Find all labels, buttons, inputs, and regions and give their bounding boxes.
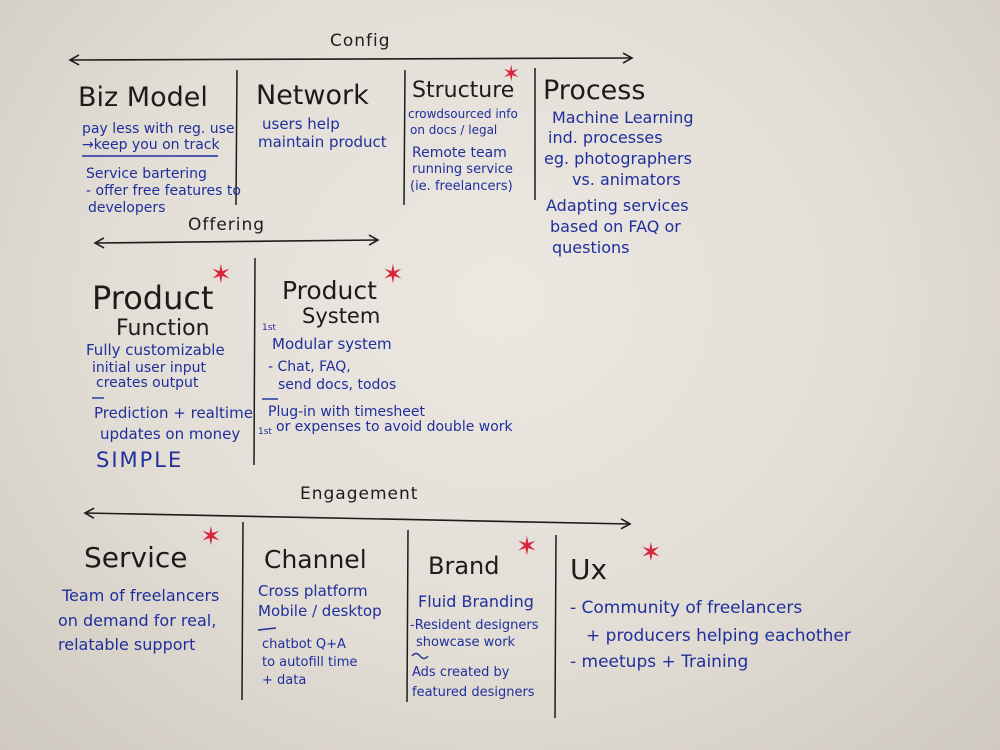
network-line: users help xyxy=(262,115,340,133)
process-line: ind. processes xyxy=(548,128,663,147)
product-function-subtitle: Function xyxy=(116,316,210,341)
structure-line: on docs / legal xyxy=(410,123,498,137)
channel-line: + data xyxy=(262,673,307,688)
ux-line: - meetups + Training xyxy=(570,652,749,672)
biz-model-line: Service bartering xyxy=(86,166,207,182)
process-line: vs. animators xyxy=(572,170,681,189)
process-line: Adapting services xyxy=(546,196,689,215)
product-function-line: Prediction + realtime xyxy=(94,404,253,422)
priority-marker: 1st xyxy=(262,323,276,333)
biz-model-line: developers xyxy=(88,200,166,216)
product-system-line: Plug-in with timesheet xyxy=(268,404,426,420)
biz-model-title: Biz Model xyxy=(78,82,208,113)
product-system-line: send docs, todos xyxy=(278,377,397,393)
product-system-line: or expenses to avoid double work xyxy=(276,419,513,435)
divider xyxy=(554,534,557,719)
product-function-line: creates output xyxy=(96,375,199,391)
product-function-line: initial user input xyxy=(92,360,206,376)
structure-line: crowdsourced info xyxy=(408,107,518,121)
divider xyxy=(253,257,256,466)
product-function-line: updates on money xyxy=(100,425,241,443)
star-mark: ✶ xyxy=(210,260,232,290)
structure-line: Remote team xyxy=(412,145,507,161)
structure-line: (ie. freelancers) xyxy=(410,179,513,194)
biz-model-line: - offer free features to xyxy=(86,183,241,199)
star-mark: ✶ xyxy=(382,260,404,290)
brand-title: Brand xyxy=(428,552,500,580)
star-mark: ✶ xyxy=(516,532,538,562)
product-system-line: Modular system xyxy=(272,335,392,353)
divider xyxy=(235,69,238,206)
product-system-line: - Chat, FAQ, xyxy=(268,359,351,375)
product-system-title: Product xyxy=(282,276,377,305)
tilde-mark xyxy=(411,652,429,660)
offering-arrow xyxy=(93,234,380,249)
service-line: relatable support xyxy=(58,635,196,654)
network-line: maintain product xyxy=(258,133,387,151)
divider xyxy=(403,69,406,206)
network-title: Network xyxy=(256,80,369,111)
ux-title: Ux xyxy=(570,553,608,586)
brand-line: Fluid Branding xyxy=(418,592,534,611)
structure-line: running service xyxy=(412,162,513,177)
service-line: on demand for real, xyxy=(58,611,217,630)
channel-line: chatbot Q+A xyxy=(262,637,346,652)
biz-model-line: pay less with reg. use xyxy=(82,121,235,137)
structure-title: Structure xyxy=(412,78,515,103)
brand-line: featured designers xyxy=(412,685,535,700)
channel-line: Cross platform xyxy=(258,582,368,600)
service-title: Service xyxy=(84,541,188,574)
biz-model-line: →keep you on track xyxy=(82,137,220,153)
section-label-engagement: Engagement xyxy=(300,484,419,504)
product-function-line: Fully customizable xyxy=(86,341,225,359)
process-title: Process xyxy=(543,75,646,106)
star-mark: ✶ xyxy=(502,62,521,87)
channel-line: to autofill time xyxy=(262,655,358,670)
product-function-line: SIMPLE xyxy=(96,448,184,472)
brand-line: -Resident designers xyxy=(410,618,539,633)
star-mark: ✶ xyxy=(640,538,662,568)
engagement-arrow xyxy=(83,507,632,530)
underline xyxy=(257,627,277,631)
product-function-title: Product xyxy=(92,279,214,317)
section-label-config: Config xyxy=(330,31,391,51)
priority-marker: 1st xyxy=(258,427,272,437)
process-line: based on FAQ or xyxy=(550,217,681,236)
section-label-offering: Offering xyxy=(188,215,266,235)
channel-line: Mobile / desktop xyxy=(258,602,382,620)
ux-line: - Community of freelancers xyxy=(570,598,803,618)
product-system-subtitle: System xyxy=(302,304,381,328)
ux-line: + producers helping eachother xyxy=(586,626,851,646)
brand-line: Ads created by xyxy=(412,665,510,680)
service-line: Team of freelancers xyxy=(62,586,220,605)
process-line: questions xyxy=(552,238,630,257)
divider xyxy=(241,521,244,701)
channel-title: Channel xyxy=(264,545,367,574)
config-arrow xyxy=(68,52,634,66)
brand-line: showcase work xyxy=(416,635,516,650)
star-mark: ✶ xyxy=(200,522,222,552)
process-line: Machine Learning xyxy=(552,108,694,127)
divider xyxy=(406,529,409,703)
process-line: eg. photographers xyxy=(544,149,692,168)
